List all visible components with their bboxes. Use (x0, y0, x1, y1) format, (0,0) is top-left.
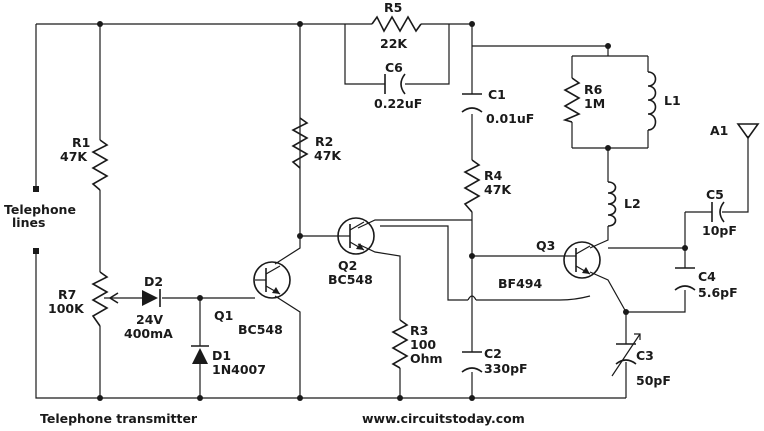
labels: R1 47K R2 47K R3 100 Ohm R4 47K R5 22K R… (4, 0, 738, 426)
resistor-r7 (91, 271, 119, 327)
resistor-r2 (291, 117, 309, 169)
label-c3-name: C3 (636, 348, 654, 363)
label-c1-name: C1 (488, 87, 506, 102)
label-c1-value: 0.01uF (486, 111, 534, 126)
label-r6-value: 1M (584, 96, 605, 111)
label-c2-name: C2 (484, 346, 502, 361)
label-r5-name: R5 (384, 0, 402, 15)
junction-dots (33, 21, 688, 401)
telephone-lines-line1: Telephone (4, 202, 76, 217)
diode-d1 (191, 345, 209, 364)
label-c4-value: 5.6pF (698, 285, 738, 300)
telephone-lines-line2: lines (12, 215, 45, 230)
label-q2-value: BC548 (328, 272, 373, 287)
label-c6-name: C6 (385, 60, 403, 75)
wires (35, 23, 749, 399)
label-r3-value2: Ohm (410, 351, 443, 366)
label-d1-value: 1N4007 (212, 362, 266, 377)
capacitor-c3 (611, 333, 641, 377)
label-l1-name: L1 (664, 93, 681, 108)
label-d1-name: D1 (212, 348, 231, 363)
transistor-q2 (337, 217, 375, 255)
inductor-l2 (607, 181, 617, 227)
resistor-r1 (91, 139, 109, 191)
label-c5-value: 10pF (702, 223, 737, 238)
label-q3-value: BF494 (498, 276, 542, 291)
label-a1-name: A1 (710, 123, 728, 138)
inductor-l1 (647, 71, 657, 131)
label-q3-name: Q3 (536, 238, 555, 253)
label-q1-value: BC548 (238, 322, 283, 337)
label-r3-name: R3 (410, 323, 428, 338)
label-q2-name: Q2 (338, 258, 357, 273)
label-r7-name: R7 (58, 287, 76, 302)
label-r2-name: R2 (315, 134, 333, 149)
label-r4-value: 47K (484, 182, 512, 197)
label-r6-name: R6 (584, 82, 603, 97)
label-r5-value: 22K (380, 36, 408, 51)
label-c3-value: 50pF (636, 373, 671, 388)
label-r2-value: 47K (314, 148, 342, 163)
resistor-r6 (562, 77, 581, 123)
label-c5-name: C5 (706, 187, 724, 202)
label-q1-name: Q1 (214, 308, 233, 323)
label-d2-value2: 400mA (124, 326, 173, 341)
label-d2-value: 24V (136, 312, 163, 327)
diagram-title: Telephone transmitter (40, 411, 198, 426)
label-r4-name: R4 (484, 168, 503, 183)
label-r1-name: R1 (72, 135, 90, 150)
resistor-r5 (345, 15, 449, 33)
transistor-q3 (563, 241, 601, 279)
diode-d2 (142, 289, 161, 307)
capacitor-c2 (461, 351, 483, 373)
label-r7-value: 100K (48, 301, 85, 316)
capacitor-c4 (674, 267, 696, 291)
label-c2-value: 330pF (484, 361, 528, 376)
antenna-a1 (736, 123, 760, 140)
label-r1-value: 47K (60, 149, 88, 164)
label-r3-value: 100 (410, 337, 436, 352)
resistor-r3 (391, 319, 409, 369)
label-l2-name: L2 (624, 196, 641, 211)
resistor-r4 (463, 159, 481, 213)
transistor-q1 (253, 261, 291, 299)
label-c4-name: C4 (698, 269, 716, 284)
capacitor-c5 (711, 201, 725, 223)
label-d2-name: D2 (144, 274, 163, 289)
capacitor-c1 (461, 93, 483, 113)
capacitor-c6 (384, 73, 406, 95)
website-url: www.circuitstoday.com (362, 411, 525, 426)
label-c6-value: 0.22uF (374, 96, 422, 111)
